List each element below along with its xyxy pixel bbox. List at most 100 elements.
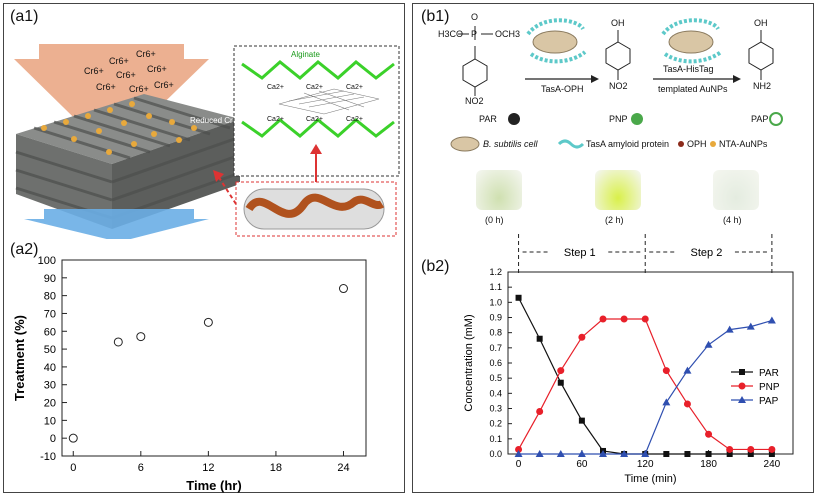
- legend-tasa: TasA amyloid protein: [586, 139, 670, 149]
- hydroxyl-pnp: OH: [611, 18, 625, 28]
- x-tick-label: 60: [576, 459, 588, 470]
- nta-legend-icon: [710, 141, 716, 147]
- vial-label-0h: (0 h): [485, 215, 504, 225]
- nitro-group: NO2: [465, 96, 484, 106]
- vial-label-2h: (2 h): [605, 215, 624, 225]
- y-axis-label: Treatment (%): [12, 315, 27, 401]
- y-tick-label: 80: [44, 291, 56, 303]
- tasa-legend-icon: [557, 139, 585, 149]
- y-tick-label: 90: [44, 273, 56, 285]
- x-tick-label: 120: [637, 459, 654, 470]
- label-b2: (b2): [421, 258, 450, 275]
- data-point-pnp: [515, 445, 523, 453]
- y-tick-label: 40: [44, 362, 56, 374]
- data-point-par: [557, 379, 564, 386]
- ca-ion: Ca2+: [306, 84, 323, 91]
- y-tick-label: 0.2: [489, 419, 502, 429]
- graphene-sheet: [278, 88, 380, 115]
- data-point-pap: [746, 322, 755, 330]
- label-a2: (a2): [10, 241, 39, 258]
- data-point-par: [578, 417, 585, 424]
- methoxy-left: H3CO: [438, 29, 464, 39]
- data-point-pnp: [641, 315, 649, 323]
- data-point: [113, 337, 123, 347]
- x-tick-label: 0: [70, 462, 76, 474]
- data-point-par: [747, 451, 754, 457]
- data-point-par: [536, 335, 543, 342]
- y-tick-label: 0.1: [489, 434, 502, 444]
- hydroxyl-pap: OH: [754, 18, 768, 28]
- pap-label: PAP: [751, 114, 769, 124]
- outgoing-flow-arrow: [24, 209, 209, 239]
- x-tick-label: 24: [337, 462, 349, 474]
- cr6-ion: Cr6+: [129, 84, 149, 94]
- data-point-pap: [641, 450, 650, 457]
- enzyme-2-label-line1: TasA-HisTag: [663, 64, 714, 74]
- cr6-ion: Cr6+: [109, 56, 129, 66]
- data-point-pap: [535, 450, 544, 457]
- x-axis-label: Time (hr): [186, 478, 241, 493]
- skull-icon: [508, 113, 520, 125]
- enzyme-1-label: TasA-OPH: [541, 84, 584, 94]
- y-tick-label: 1.1: [489, 282, 502, 292]
- x-tick-label: 240: [764, 459, 781, 470]
- data-point-pnp: [620, 315, 628, 323]
- data-point-par: [768, 451, 775, 457]
- data-point-pap: [514, 450, 523, 457]
- data-point-par: [684, 451, 691, 457]
- data-point-pnp: [683, 400, 691, 408]
- y-tick-label: 0.9: [489, 313, 502, 323]
- bacteria-cell-2: [661, 18, 723, 64]
- y-tick-label: 0.3: [489, 404, 502, 414]
- y-tick-label: 0.5: [489, 373, 502, 383]
- label-b1: (b1): [421, 8, 450, 25]
- y-tick-label: 0.8: [489, 328, 502, 338]
- data-point-pap: [599, 450, 607, 457]
- data-point: [203, 317, 213, 327]
- step-2-label: Step 2: [691, 247, 723, 259]
- y-tick-label: 10: [44, 415, 56, 427]
- y-tick-label: 1.0: [489, 297, 502, 307]
- y-tick-label: 20: [44, 398, 56, 410]
- data-point-par: [515, 294, 522, 301]
- bacteria-cell-1: [526, 18, 587, 64]
- ca-ion: Ca2+: [346, 116, 363, 123]
- y-tick-label: 0.0: [489, 449, 502, 459]
- incoming-flow-arrow: [14, 44, 209, 154]
- phosphorus-label: P: [471, 29, 478, 39]
- data-point: [136, 332, 146, 342]
- y-tick-label: 0.4: [489, 388, 502, 398]
- y-axis-label: Concentration (mM): [463, 314, 475, 411]
- data-point-pnp: [726, 445, 734, 453]
- ca-ion: Ca2+: [267, 116, 284, 123]
- skull-icon: [631, 113, 643, 125]
- data-point-pap: [556, 450, 565, 457]
- y-tick-label: 70: [44, 308, 56, 320]
- b1-scheme: [450, 18, 783, 152]
- data-point-par: [663, 451, 670, 457]
- data-point-pnp: [768, 445, 776, 453]
- y-tick-label: 60: [44, 326, 56, 338]
- legend-label: PAR: [759, 368, 779, 379]
- data-point-pnp: [662, 367, 670, 375]
- legend-marker: [738, 382, 746, 390]
- zoom-arrow-left: [217, 175, 237, 205]
- data-point-par: [705, 451, 712, 457]
- porous-block: [15, 94, 241, 229]
- cr6-ion: Cr6+: [136, 49, 156, 59]
- cr6-ion: Cr6+: [96, 82, 116, 92]
- ca-ion: Ca2+: [306, 116, 323, 123]
- x-tick-label: 18: [270, 462, 282, 474]
- legend-marker: [738, 396, 746, 403]
- data-point-pap: [725, 325, 734, 333]
- data-point-pnp: [536, 408, 544, 416]
- data-point-pnp: [557, 367, 565, 375]
- y-tick-label: -10: [40, 451, 56, 463]
- y-tick-label: 30: [44, 380, 56, 392]
- methoxy-right: OCH3: [495, 29, 521, 39]
- vial-0h: [476, 170, 522, 210]
- cell-legend-icon: [450, 136, 480, 152]
- data-point-pap: [704, 340, 713, 348]
- x-tick-label: 180: [700, 459, 717, 470]
